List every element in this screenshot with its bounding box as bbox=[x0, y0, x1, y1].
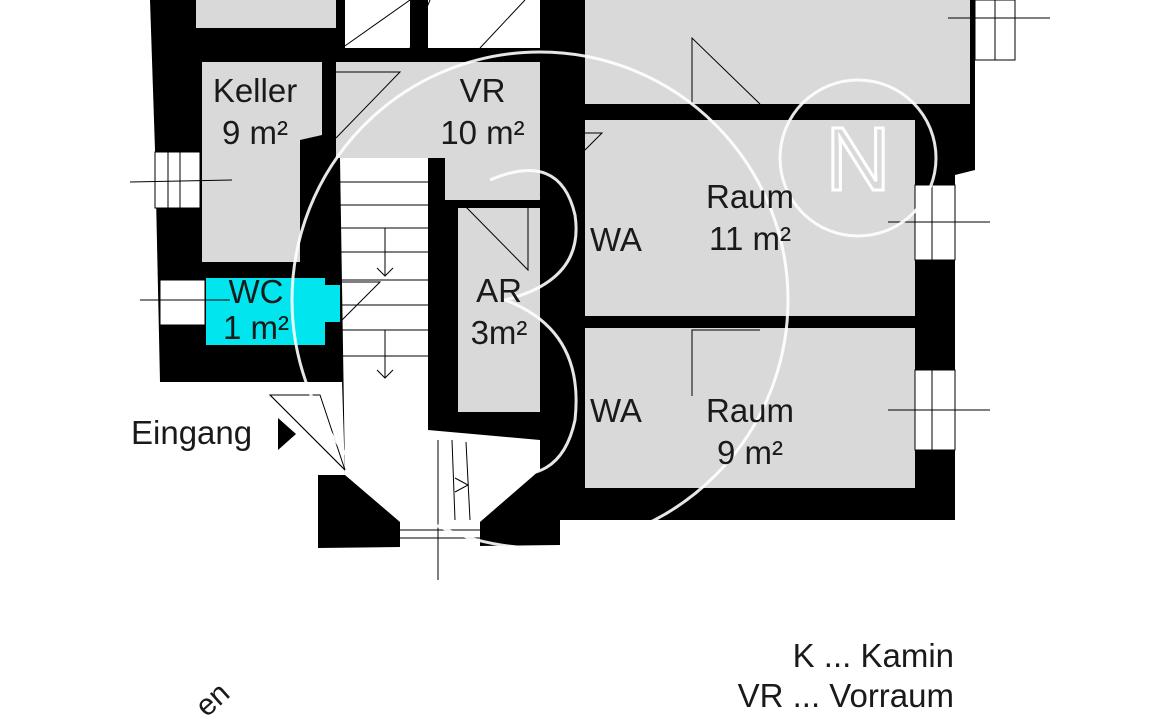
room-wc bbox=[206, 278, 340, 345]
room-top-left bbox=[196, 0, 336, 28]
label-ar: AR 3m² bbox=[458, 270, 540, 354]
entrance-arrow-icon bbox=[278, 418, 296, 450]
room-name: Raum bbox=[705, 392, 795, 429]
watermark bbox=[290, 50, 938, 550]
room-vr bbox=[336, 62, 540, 200]
watermark-letter: N bbox=[826, 110, 891, 210]
room-area: 9 m² bbox=[222, 114, 288, 151]
room-raum-11 bbox=[585, 120, 915, 316]
room-name: WC bbox=[228, 273, 284, 310]
room-name: VR bbox=[459, 72, 506, 109]
legend: K ... Kamin VR ... Vorraum bbox=[738, 636, 954, 716]
top-passage-2 bbox=[428, 0, 540, 48]
room-area: 1 m² bbox=[223, 309, 289, 346]
label-raum-11: Raum 11 m² bbox=[690, 176, 810, 260]
room-area: 9 m² bbox=[717, 434, 783, 471]
room-area: 11 m² bbox=[709, 220, 791, 257]
label-vr: VR 10 m² bbox=[425, 70, 540, 154]
room-top-right bbox=[585, 0, 970, 104]
legend-kamin: K ... Kamin bbox=[792, 637, 954, 674]
room-name: Raum bbox=[705, 178, 795, 215]
room-name: Keller bbox=[212, 72, 298, 109]
label-wa-lower: WA bbox=[590, 392, 642, 429]
room-area: 3m² bbox=[470, 314, 528, 351]
label-raum-9: Raum 9 m² bbox=[690, 390, 810, 474]
plan-lines bbox=[129, 0, 1050, 580]
room-area: 10 m² bbox=[440, 114, 525, 151]
room-keller bbox=[202, 62, 322, 262]
label-wc: WC 1 m² bbox=[206, 274, 306, 346]
rooms bbox=[196, 0, 970, 488]
room-raum-9 bbox=[585, 328, 915, 488]
label-entrance: Eingang bbox=[131, 414, 253, 451]
label-keller: Keller 9 m² bbox=[200, 70, 310, 154]
room-name: AR bbox=[476, 272, 522, 309]
label-wa-upper: WA bbox=[590, 221, 642, 258]
legend-vorraum: VR ... Vorraum bbox=[737, 677, 954, 714]
